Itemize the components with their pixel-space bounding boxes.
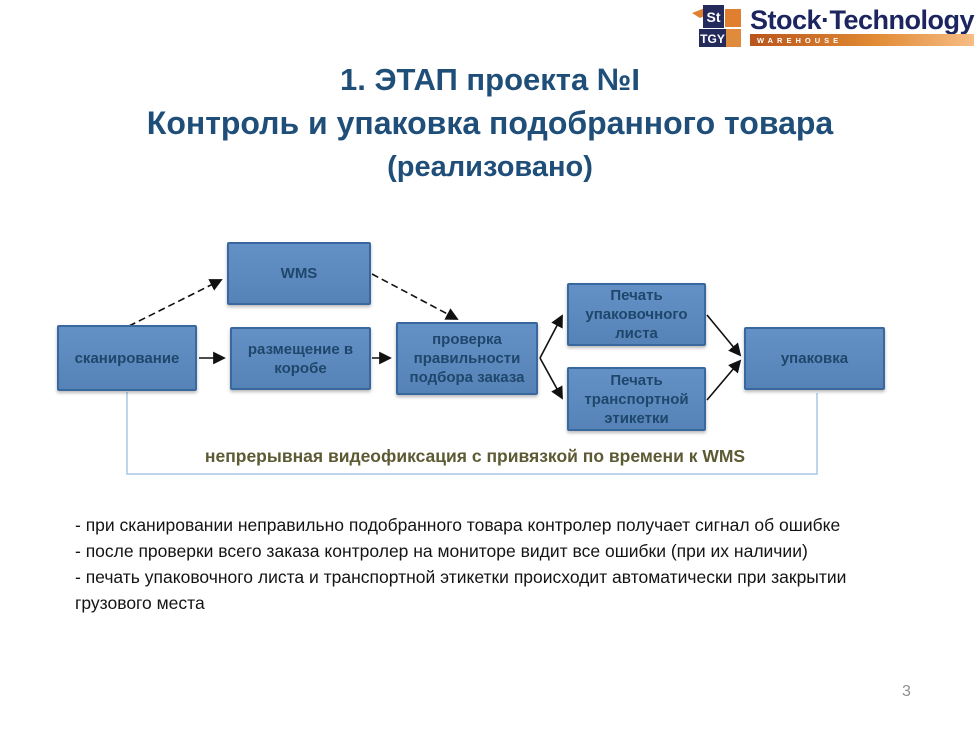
logo-brand-name: Stock·Technology <box>749 5 975 35</box>
title-line-2: Контроль и упаковка подобранного товара <box>146 105 834 141</box>
warehouse-box-icon: St TGY <box>691 5 741 47</box>
company-logo: St TGY Stock·Technology WAREHOUSE <box>688 2 975 50</box>
logo-icon-bottom-text: TGY <box>700 32 725 46</box>
edge-wms-check <box>371 273 459 320</box>
note-line-1: - при сканировании неправильно подобранн… <box>75 515 841 535</box>
node-scan: сканирование <box>57 325 197 391</box>
node-print-pack: Печать упаковочного листа <box>567 283 706 346</box>
edge-printpack-pack <box>706 314 742 357</box>
node-check: проверка правильности подбора заказа <box>396 322 538 395</box>
node-place: размещение в коробе <box>230 327 371 390</box>
note-line-2: - после проверки всего заказа контролер … <box>75 541 808 561</box>
slide-title: 1. ЭТАП проекта №I Контроль и упаковка п… <box>0 60 980 188</box>
edge-scan-wms <box>128 279 223 327</box>
note-line-3: - печать упаковочного листа и транспортн… <box>75 567 847 613</box>
node-pack: упаковка <box>744 327 885 390</box>
edge-check-printlabel <box>539 357 563 400</box>
title-line-3: (реализовано) <box>387 151 593 183</box>
page-number: 3 <box>902 683 911 700</box>
logo-warehouse-banner: WAREHOUSE <box>749 34 974 46</box>
video-bracket-line <box>126 392 818 475</box>
edge-printlabel-pack <box>706 359 742 401</box>
node-wms: WMS <box>227 242 371 305</box>
flow-connectors <box>126 273 818 475</box>
edge-check-printpack <box>539 314 563 359</box>
video-fixation-note: непрерывная видеофиксация с привязкой по… <box>204 446 746 466</box>
node-print-label: Печать транспортной этикетки <box>567 367 706 431</box>
title-line-1: 1. ЭТАП проекта №I <box>340 62 640 97</box>
logo-icon-top-text: St <box>706 9 720 25</box>
notes-block: - при сканировании неправильно подобранн… <box>75 512 895 616</box>
logo-text: Stock·Technology WAREHOUSE <box>749 5 975 46</box>
